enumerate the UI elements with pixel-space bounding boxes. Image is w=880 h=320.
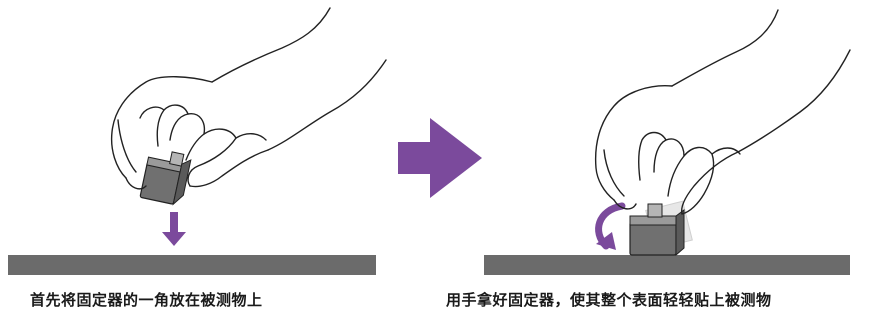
down-arrow-icon <box>162 212 186 246</box>
fixture-block-right <box>629 203 685 257</box>
step-2-illustration <box>484 9 851 275</box>
hand-holding-fixture-icon <box>110 7 387 190</box>
rotate-arrow-icon <box>595 202 626 250</box>
right-arrow-icon <box>398 118 482 198</box>
surface-bar-left <box>8 255 376 275</box>
hand-pressing-fixture-icon <box>594 9 851 215</box>
surface-bar-right <box>484 255 850 275</box>
step-1-caption: 首先将固定器的一角放在被测物上 <box>30 291 263 309</box>
fixture-block-left <box>139 151 192 206</box>
step-1-illustration <box>8 7 387 275</box>
step-2-caption: 用手拿好固定器，使其整个表面轻轻贴上被测物 <box>446 291 772 309</box>
